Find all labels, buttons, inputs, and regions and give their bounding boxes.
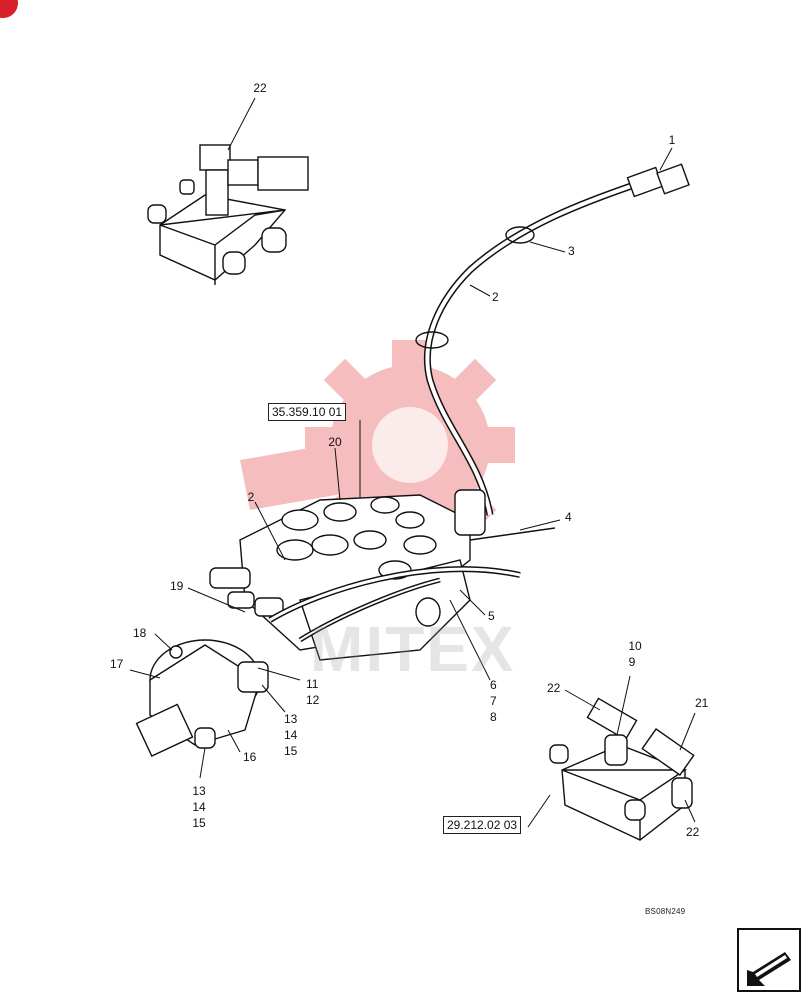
label-part-11: 11 xyxy=(306,677,319,691)
reference-code-bottom[interactable]: 29.212.02 03 xyxy=(443,816,522,834)
label-hose-2: 2 xyxy=(492,290,499,304)
label-hose-1: 1 xyxy=(668,133,676,147)
label-part-4: 4 xyxy=(565,510,572,524)
label-clamp-3: 3 xyxy=(568,244,575,258)
label-detail-bottom-22-left: 22 xyxy=(547,681,561,695)
label-part-5: 5 xyxy=(488,609,495,623)
label-part-18: 18 xyxy=(133,626,147,640)
reference-code-top[interactable]: 35.359.10 01 xyxy=(268,403,347,421)
label-part-10: 10 xyxy=(628,639,642,653)
label-part-17: 17 xyxy=(110,657,124,671)
label-part-15-a: 15 xyxy=(284,744,298,758)
label-part-9: 9 xyxy=(628,655,636,669)
label-part-6: 6 xyxy=(490,678,497,692)
leader-lines xyxy=(129,97,696,828)
label-part-16: 16 xyxy=(243,750,257,764)
watermark-text: MITEX xyxy=(310,613,516,685)
actuator-unit xyxy=(135,639,269,757)
label-part-2-left: 2 xyxy=(247,490,255,504)
arrow-down-left-icon xyxy=(747,952,791,986)
label-part-14-a: 14 xyxy=(284,728,298,742)
label-part-13-a: 13 xyxy=(284,712,298,726)
label-part-7: 7 xyxy=(490,694,497,708)
label-part-13-b: 13 xyxy=(192,784,206,798)
label-detail-top-22: 22 xyxy=(253,81,267,95)
label-valve-20: 20 xyxy=(328,435,342,449)
detail-top-valve-block xyxy=(147,144,309,285)
label-part-14-b: 14 xyxy=(192,800,206,814)
detail-bottom-valve-block xyxy=(549,697,695,841)
drawing-code: BS08N249 xyxy=(645,907,686,916)
label-part-21: 21 xyxy=(695,696,709,710)
control-valve-body xyxy=(209,489,556,661)
label-part-19: 19 xyxy=(170,579,184,593)
label-part-12: 12 xyxy=(306,693,320,707)
label-detail-bottom-22-right: 22 xyxy=(686,825,700,839)
back-nav-button[interactable] xyxy=(737,928,801,992)
corner-badge xyxy=(0,0,18,18)
label-part-8: 8 xyxy=(490,710,497,724)
label-part-15-b: 15 xyxy=(192,816,206,830)
hose-assembly xyxy=(415,163,690,516)
